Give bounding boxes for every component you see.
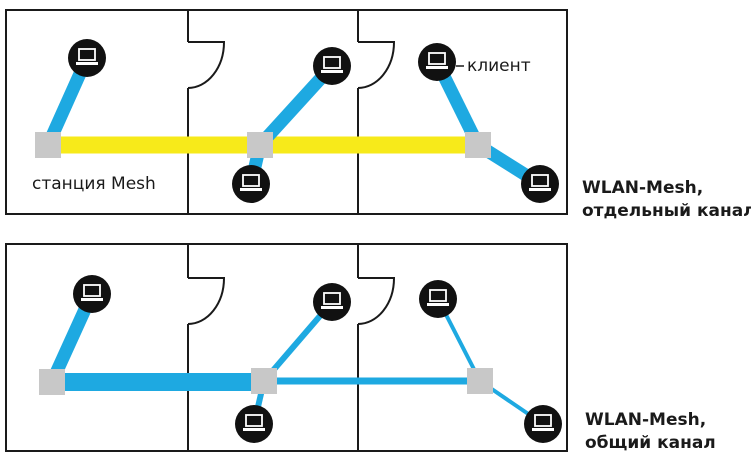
bottom-caption-line-1: WLAN-Mesh, bbox=[585, 410, 706, 430]
top-caption-line-1: WLAN-Mesh, bbox=[582, 178, 703, 198]
laptop-icon bbox=[240, 174, 262, 191]
top-client-2 bbox=[313, 47, 351, 85]
client-node-circle bbox=[524, 405, 562, 443]
bottom-caption-line-2: общий канал bbox=[585, 433, 716, 453]
bottom-client-2 bbox=[313, 283, 351, 321]
bottom-panel: WLAN-Mesh, общий канал bbox=[5, 243, 716, 453]
top-client-1 bbox=[68, 39, 106, 77]
bottom-client-3 bbox=[235, 405, 273, 443]
bottom-mesh-station-3 bbox=[467, 368, 493, 394]
bottom-client-1 bbox=[73, 275, 111, 313]
laptop-icon bbox=[321, 56, 343, 73]
laptop-icon bbox=[529, 174, 551, 191]
bottom-client-5 bbox=[524, 405, 562, 443]
top-building-outline bbox=[5, 9, 568, 215]
top-door-1 bbox=[187, 41, 226, 89]
top-panel: клиент станция Mesh WLAN-Mesh, отдельный… bbox=[5, 9, 751, 221]
bottom-door-2 bbox=[357, 277, 396, 325]
top-mesh-station-2 bbox=[247, 132, 273, 158]
laptop-icon bbox=[427, 289, 449, 306]
client-node-circle bbox=[235, 405, 273, 443]
laptop-icon bbox=[426, 52, 448, 69]
client-node-circle bbox=[232, 165, 270, 203]
top-client-3 bbox=[232, 165, 270, 203]
top-client-4 bbox=[418, 43, 456, 81]
client-node-circle bbox=[68, 39, 106, 77]
mesh-station-label: станция Mesh bbox=[32, 174, 156, 194]
top-mesh-station-1 bbox=[35, 132, 61, 158]
top-client-5 bbox=[521, 165, 559, 203]
bottom-building-outline bbox=[5, 243, 568, 452]
top-door-2 bbox=[357, 41, 396, 89]
client-node-circle bbox=[73, 275, 111, 313]
laptop-icon bbox=[532, 414, 554, 431]
client-label: клиент bbox=[467, 56, 531, 76]
client-node-circle bbox=[419, 280, 457, 318]
top-caption-line-2: отдельный канал bbox=[582, 201, 751, 221]
laptop-icon bbox=[76, 48, 98, 65]
laptop-icon bbox=[321, 292, 343, 309]
client-node-circle bbox=[313, 283, 351, 321]
bottom-mesh-station-2 bbox=[251, 368, 277, 394]
laptop-icon bbox=[81, 284, 103, 301]
client-node-circle bbox=[313, 47, 351, 85]
bottom-mesh-station-1 bbox=[39, 369, 65, 395]
client-node-circle bbox=[418, 43, 456, 81]
top-mesh-station-3 bbox=[465, 132, 491, 158]
client-node-circle bbox=[521, 165, 559, 203]
bottom-door-1 bbox=[187, 277, 226, 325]
bottom-client-4 bbox=[419, 280, 457, 318]
laptop-icon bbox=[243, 414, 265, 431]
